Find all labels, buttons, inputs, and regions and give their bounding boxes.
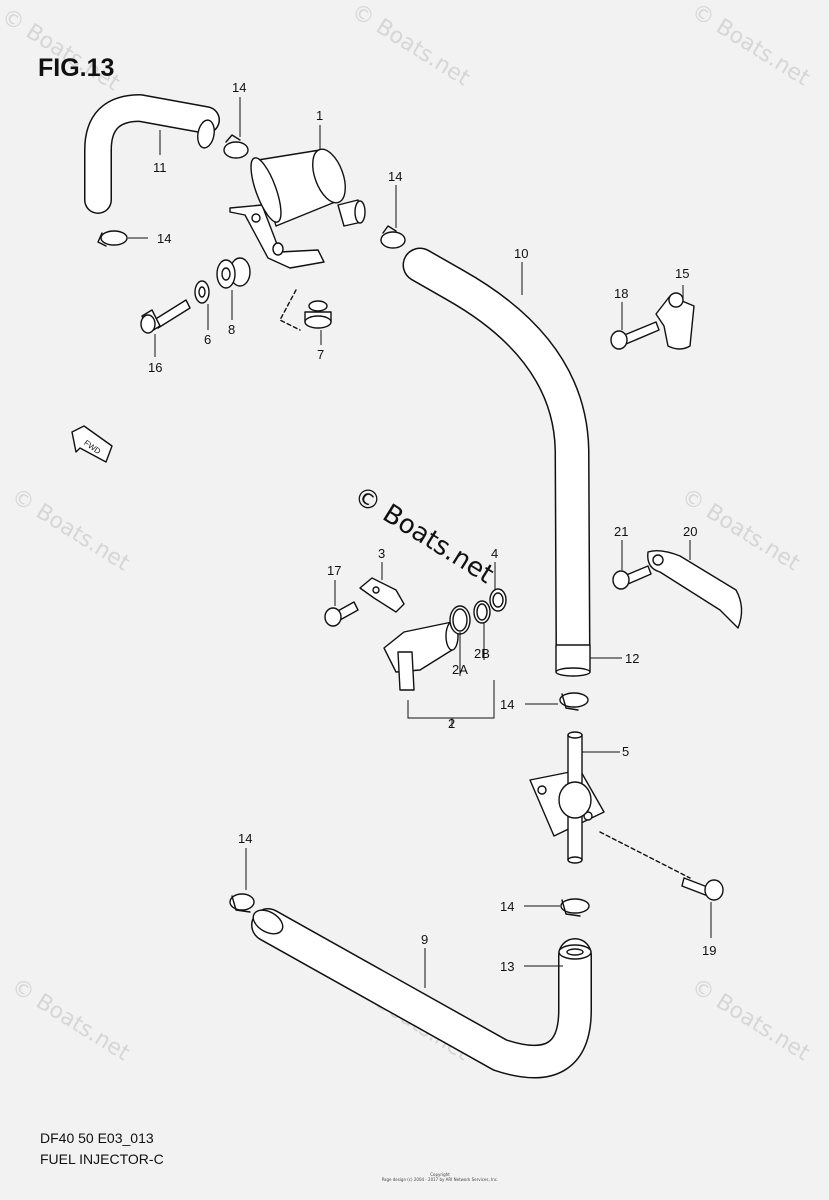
o-ring: [449, 605, 471, 635]
bolt: [612, 565, 652, 590]
callout-3: 3: [378, 546, 385, 561]
bracket: [359, 577, 405, 613]
o-ring: [473, 600, 491, 624]
callout-labels: 1 14 11 14 14 10 15 18 6 8 16 7 20 21 3 …: [82, 80, 716, 974]
seal: [489, 588, 507, 612]
callout-11: 11: [153, 160, 167, 175]
copyright-title: Copyright: [430, 1172, 450, 1177]
callout-20: 20: [683, 524, 697, 539]
callout-14: 14: [500, 899, 514, 914]
callout-7: 7: [317, 347, 324, 362]
callout-9: 9: [421, 932, 428, 947]
bolt: [324, 601, 359, 627]
hose-11: [84, 94, 220, 214]
copyright-text: Page design (c) 2004 - 2017 by ARI Netwo…: [381, 1177, 499, 1182]
hose-9: [251, 908, 592, 1079]
fuel-filter: [229, 148, 366, 269]
callout-16: 16: [148, 360, 162, 375]
callout-13: 13: [500, 959, 514, 974]
hose-clamp: [223, 134, 249, 159]
callout-19: 19: [702, 943, 716, 958]
callout-17: 17: [327, 563, 341, 578]
callout-14: 14: [388, 169, 402, 184]
figure-title: FIG.13: [38, 54, 115, 82]
watermark: © Boats.net: [687, 974, 814, 1067]
callout-6: 6: [204, 332, 211, 347]
callout-8: 8: [228, 322, 235, 337]
hose-clip: [655, 292, 695, 350]
callout-14: 14: [157, 231, 171, 246]
figure-name: FUEL INJECTOR-C: [40, 1151, 164, 1167]
fuel-fitting: [529, 731, 605, 864]
callout-4: 4: [491, 546, 498, 561]
bolt: [610, 321, 660, 350]
callout-10: 10: [514, 246, 528, 261]
hose-clamp: [97, 230, 128, 247]
callout-2A: 2A: [452, 662, 468, 677]
callout-21: 21: [614, 524, 628, 539]
hose-clamp: [380, 225, 406, 249]
hose-clamp: [559, 692, 589, 711]
screw: [681, 877, 724, 901]
bolt: [140, 299, 191, 334]
callout-18: 18: [614, 286, 628, 301]
hose-10: [402, 247, 591, 677]
dash-line: [279, 289, 301, 331]
callout-1: 1: [316, 108, 323, 123]
watermark: © Boats.net: [687, 0, 814, 91]
collar: [304, 300, 332, 329]
callout-14: 14: [238, 831, 252, 846]
watermark: © Boats.net: [7, 484, 134, 577]
washer: [194, 280, 210, 304]
dash-line: [599, 831, 691, 879]
watermark: © Boats.net: [347, 0, 474, 91]
callout-15: 15: [675, 266, 689, 281]
callout-2: 2: [448, 716, 455, 731]
callout-14: 14: [232, 80, 246, 95]
figure-code: DF40 50 E03_013: [40, 1130, 154, 1146]
callout-2B: 2B: [474, 646, 490, 661]
callout-14: 14: [500, 697, 514, 712]
watermark: © Boats.net: [7, 974, 134, 1067]
center-watermark: © Boats.net: [348, 480, 498, 589]
grommet: [216, 257, 251, 289]
hose-bracket: [647, 549, 743, 629]
fuel-injector: [383, 621, 459, 691]
fwd-arrow: [71, 425, 113, 463]
copyright: Copyright Page design (c) 2004 - 2017 by…: [360, 1172, 520, 1182]
leader-lines: [128, 97, 712, 988]
callout-12: 12: [625, 651, 639, 666]
hose-clamp: [229, 893, 255, 913]
hose-clamp: [560, 898, 590, 917]
callout-5: 5: [622, 744, 629, 759]
